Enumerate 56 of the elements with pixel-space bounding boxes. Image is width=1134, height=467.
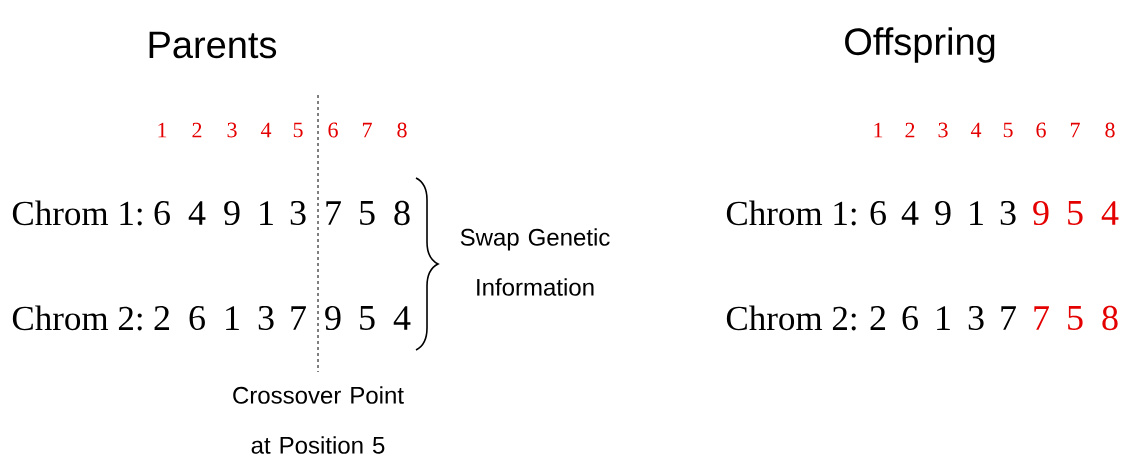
gene-digit: 1 xyxy=(226,306,239,330)
gene-digit: 3 xyxy=(258,305,274,331)
gene-digit: 1 xyxy=(260,201,273,225)
gene-digit: 9 xyxy=(325,305,341,331)
position-number: 5 xyxy=(293,122,303,138)
heading: Parents xyxy=(149,31,277,59)
chromosome-label: Chrom 1: xyxy=(12,200,142,226)
position-number: 6 xyxy=(328,122,338,138)
gene-digit: 8 xyxy=(394,200,410,226)
position-number: 7 xyxy=(362,122,372,138)
annotation-text: Crossover Point at Position 5 xyxy=(233,386,404,454)
gene-digit: 2 xyxy=(154,306,169,330)
position-number: 4 xyxy=(970,122,982,138)
position-number: 1 xyxy=(874,122,883,138)
gene-digit: 8 xyxy=(1102,305,1118,331)
gene-digit: 6 xyxy=(870,200,886,226)
gene-digit: 7 xyxy=(326,201,341,225)
annotation-text: Swap Genetic Information xyxy=(460,228,610,296)
gene-digit: 5 xyxy=(360,201,375,225)
gene-digit: 5 xyxy=(1068,201,1083,225)
gene-digit: 6 xyxy=(189,305,205,331)
position-number: 8 xyxy=(397,122,407,138)
gene-digit: 9 xyxy=(224,200,240,226)
chromosome-label: Chrom 1: xyxy=(726,200,856,226)
gene-digit: 2 xyxy=(870,306,885,330)
chromosome-label: Chrom 2: xyxy=(12,305,142,331)
position-number: 2 xyxy=(192,122,202,138)
gene-digit: 7 xyxy=(1001,306,1016,330)
position-number: 4 xyxy=(260,122,272,138)
gene-digit: 3 xyxy=(1000,200,1016,226)
chromosome-label: Chrom 2: xyxy=(726,305,856,331)
position-number: 3 xyxy=(227,122,237,138)
gene-digit: 5 xyxy=(1068,306,1083,330)
gene-digit: 3 xyxy=(968,305,984,331)
gene-digit: 1 xyxy=(937,306,950,330)
gene-digit: 4 xyxy=(188,201,206,225)
gene-digit: 4 xyxy=(1101,201,1119,225)
position-number: 3 xyxy=(938,122,948,138)
gene-digit: 4 xyxy=(901,201,919,225)
gene-digit: 6 xyxy=(154,200,170,226)
heading: Offspring xyxy=(845,27,995,63)
position-number: 7 xyxy=(1070,122,1080,138)
position-number: 2 xyxy=(905,122,915,138)
gene-digit: 4 xyxy=(393,306,411,330)
gene-digit: 1 xyxy=(970,201,983,225)
gene-digit: 3 xyxy=(290,200,306,226)
gene-digit: 6 xyxy=(902,305,918,331)
gene-digit: 5 xyxy=(360,306,375,330)
position-number: 8 xyxy=(1105,122,1115,138)
position-number: 6 xyxy=(1036,122,1046,138)
gene-digit: 9 xyxy=(1033,200,1049,226)
gene-digit: 7 xyxy=(291,306,306,330)
gene-digit: 9 xyxy=(935,200,951,226)
position-number: 5 xyxy=(1003,122,1013,138)
position-number: 1 xyxy=(158,122,167,138)
gene-digit: 7 xyxy=(1034,306,1049,330)
